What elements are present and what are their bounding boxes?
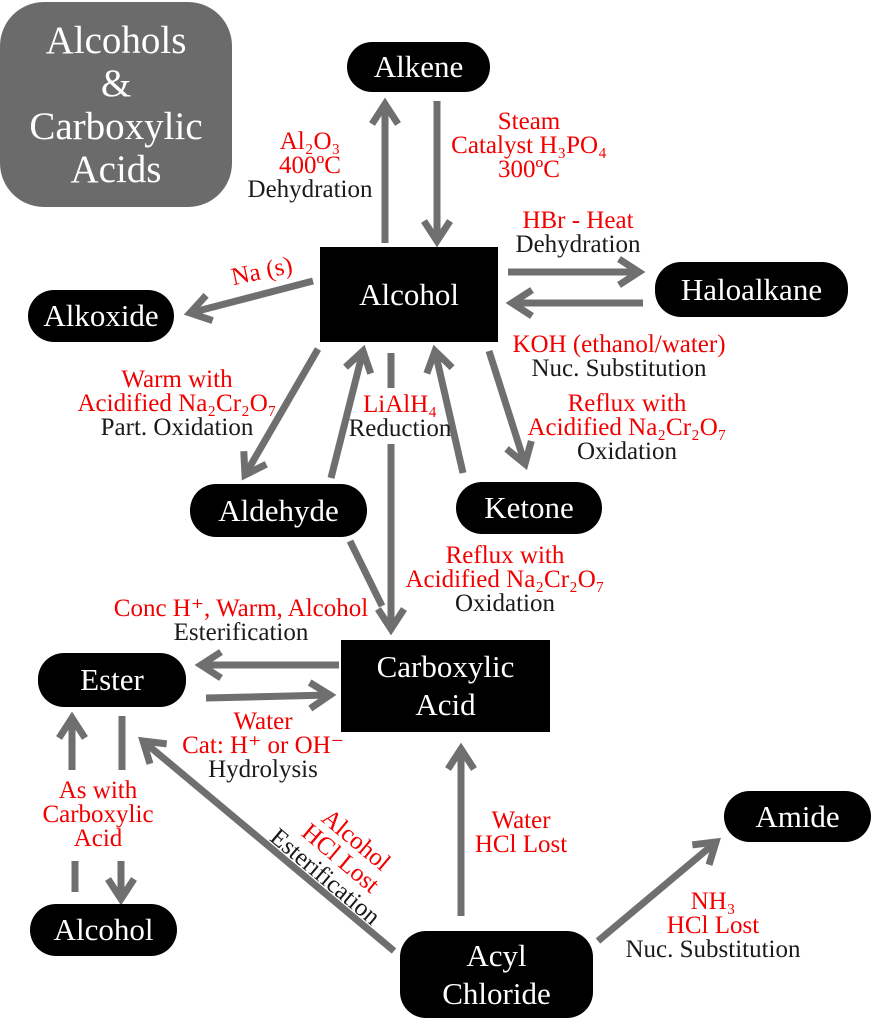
process-text: Hydrolysis bbox=[208, 756, 318, 783]
reagent-text: Acidified Na₂Cr₂O₇ bbox=[527, 414, 727, 441]
node-ketone: Ketone bbox=[456, 482, 602, 534]
reagent-text: Acidified Na₂Cr₂O₇ bbox=[405, 566, 605, 593]
reaction-label-koh-substitution: KOH (ethanol/water)Nuc. Substitution bbox=[512, 331, 726, 382]
reagent-text: 400ºC bbox=[279, 152, 341, 179]
node-label: Amide bbox=[755, 798, 840, 834]
process-text: Part. Oxidation bbox=[100, 414, 254, 441]
reagent-text: Steam bbox=[497, 108, 561, 135]
node-label: Alkene bbox=[373, 49, 464, 84]
process-text: Nuc. Substitution bbox=[531, 355, 707, 382]
title-line: & bbox=[100, 61, 132, 105]
node-label: Ketone bbox=[484, 490, 574, 525]
reagent-text: Catalyst H₃PO₄ bbox=[451, 132, 607, 159]
title-line: Alcohols bbox=[45, 18, 187, 62]
node-alcohol: Alcohol bbox=[320, 247, 498, 342]
reagent-text: Water bbox=[491, 807, 551, 834]
reagent-text: LiAlH₄ bbox=[362, 391, 437, 418]
node-alcohol-2: Alcohol bbox=[30, 904, 177, 956]
node-alkene: Alkene bbox=[347, 42, 490, 92]
reagent-text: NH₃ bbox=[690, 888, 736, 915]
arrow-alcohol-to-aldehyde bbox=[240, 347, 322, 481]
reagent-text: HCl Lost bbox=[666, 912, 760, 939]
process-text: Reduction bbox=[348, 415, 452, 442]
title-line: Carboxylic bbox=[29, 104, 203, 148]
node-label: Haloalkane bbox=[680, 271, 823, 307]
reagent-text: Conc H⁺, Warm, Alcohol bbox=[113, 595, 369, 622]
reagent-text: Al₂O₃ bbox=[279, 128, 341, 155]
node-label: Chloride bbox=[442, 975, 551, 1011]
process-text: Oxidation bbox=[576, 438, 677, 465]
node-label: Aldehyde bbox=[218, 492, 339, 528]
node-label: Carboxylic bbox=[376, 649, 515, 684]
node-label: Acyl bbox=[466, 937, 527, 973]
reagent-text: Acidified Na₂Cr₂O₇ bbox=[77, 390, 277, 417]
process-text: Oxidation bbox=[454, 590, 555, 617]
arrow-ketone-to-alcohol bbox=[423, 344, 467, 474]
arrow-acyl-chloride-to-ester bbox=[138, 736, 397, 954]
reagent-text: HBr - Heat bbox=[522, 207, 634, 234]
node-label: Alcohol bbox=[359, 276, 459, 312]
title-line: Acids bbox=[70, 147, 162, 191]
node-label: Acid bbox=[415, 687, 476, 722]
arrow-aldehyde-to-alcohol bbox=[327, 344, 375, 479]
reagent-text: Warm with bbox=[121, 366, 233, 393]
reagent-text: Reflux with bbox=[567, 390, 687, 417]
diagram-title: Alcohols & Carboxylic Acids bbox=[0, 2, 232, 207]
reagent-text: Cat: H⁺ or OH⁻ bbox=[182, 732, 344, 759]
node-ester: Ester bbox=[38, 653, 186, 707]
arrow-ester-to-carboxylic-acid bbox=[205, 679, 337, 712]
reagent-text: 300ºC bbox=[498, 156, 560, 183]
node-alkoxide: Alkoxide bbox=[28, 290, 174, 342]
reagent-text: Carboxylic bbox=[42, 801, 154, 828]
reagent-text: KOH (ethanol/water) bbox=[512, 331, 726, 358]
reagent-text: As with bbox=[58, 777, 138, 804]
node-aldehyde: Aldehyde bbox=[190, 484, 367, 537]
reagent-text: Water bbox=[233, 708, 293, 735]
process-text: Esterification bbox=[173, 619, 309, 646]
arrow-aldehyde-to-carboxylic-acid bbox=[346, 539, 386, 608]
reagent-text: HCl Lost bbox=[474, 831, 568, 858]
node-amide: Amide bbox=[724, 791, 871, 842]
arrow-acyl-chloride-to-amide bbox=[595, 837, 721, 944]
process-text: Dehydration bbox=[247, 176, 373, 203]
arrow-alcohol-to-alkoxide bbox=[183, 277, 314, 324]
arrow-alcohol-to-ketone bbox=[485, 349, 535, 471]
reagent-text: Reflux with bbox=[445, 542, 565, 569]
process-text: Nuc. Substitution bbox=[625, 936, 801, 963]
node-label: Alcohol bbox=[53, 912, 154, 947]
node-label: Ester bbox=[80, 662, 144, 697]
node-haloalkane: Haloalkane bbox=[655, 262, 848, 317]
process-text: Dehydration bbox=[515, 231, 641, 258]
node-label: Alkoxide bbox=[43, 298, 159, 333]
reagent-text: Acid bbox=[73, 825, 123, 852]
